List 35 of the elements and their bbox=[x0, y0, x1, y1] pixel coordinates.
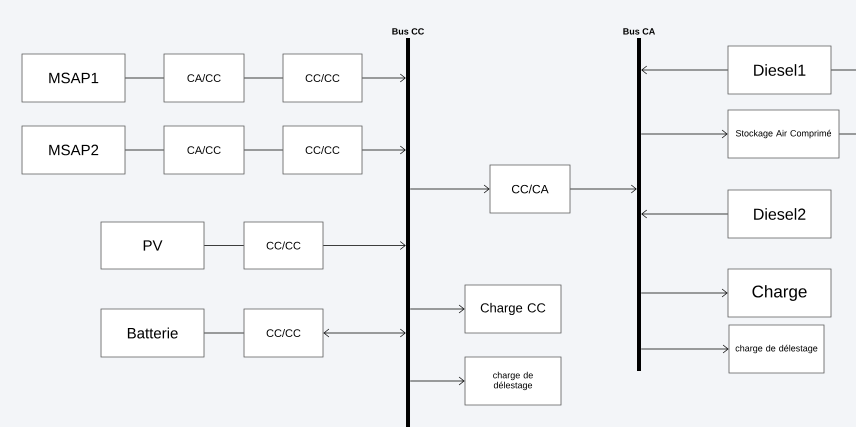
converter-box: CC/CC bbox=[282, 126, 362, 174]
converter-box: Charge bbox=[728, 268, 832, 318]
converter-box: MSAP1 bbox=[22, 54, 126, 102]
converter-box: Diesel1 bbox=[728, 46, 832, 94]
converter-box: CC/CC bbox=[282, 54, 362, 102]
arrow bbox=[410, 376, 465, 386]
converter-box: Diesel2 bbox=[728, 190, 832, 238]
converter-box: CA/CC bbox=[164, 126, 244, 174]
converter-box: CC/CA bbox=[490, 164, 570, 214]
converter-box: PV bbox=[100, 222, 204, 270]
bus-bar: Bus CC bbox=[392, 28, 424, 427]
arrow bbox=[640, 344, 729, 354]
node-label: Bus CA bbox=[623, 28, 655, 35]
converter-box: charge de délestage bbox=[464, 356, 562, 406]
arrow bbox=[410, 304, 465, 314]
converter-box: charge de délestage bbox=[728, 324, 824, 374]
arrow bbox=[570, 184, 637, 194]
arrow bbox=[641, 210, 728, 218]
converter-box: CC/CC bbox=[244, 222, 324, 270]
arrow bbox=[640, 130, 728, 138]
converter-box: CA/CC bbox=[164, 54, 244, 102]
arrow bbox=[641, 66, 728, 74]
converter-box: CC/CC bbox=[244, 308, 324, 358]
arrow bbox=[410, 184, 490, 194]
converter-box: Charge CC bbox=[464, 284, 562, 334]
converter-box: MSAP2 bbox=[22, 126, 126, 174]
arrow bbox=[362, 74, 406, 82]
converter-box: Batterie bbox=[100, 308, 204, 358]
arrow bbox=[640, 288, 728, 298]
arrow bbox=[323, 328, 406, 338]
bus-bar: Bus CA bbox=[623, 28, 655, 371]
converter-box: Stockage Air Comprimé bbox=[728, 110, 840, 158]
arrow bbox=[323, 241, 406, 250]
arrow bbox=[362, 146, 406, 154]
node-label: Bus CC bbox=[392, 28, 424, 35]
